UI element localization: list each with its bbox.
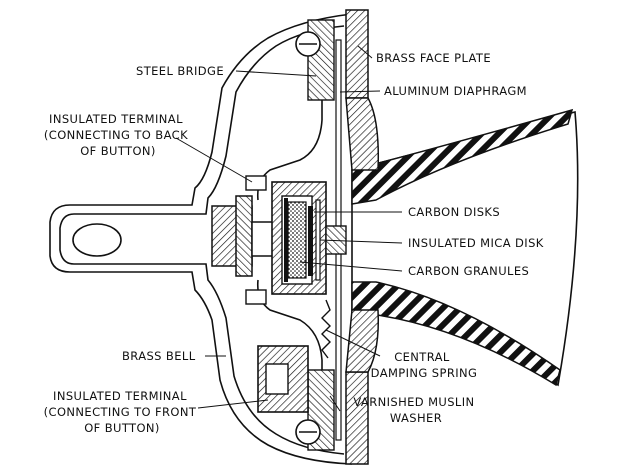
brass-bell-shell [49,13,353,465]
carbon-disk-back [284,198,288,282]
label-varnished-muslin-washer: VARNISHED MUSLIN WASHER [353,395,478,425]
label-aluminum-diaphragm: ALUMINUM DIAPHRAGM [384,84,527,98]
damping-spring [321,299,331,359]
label-insulated-terminal-front: INSULATED TERMINAL (CONNECTING TO FRONT … [44,389,201,435]
label-steel-bridge: STEEL BRIDGE [136,64,224,78]
carbon-disk-front [308,206,313,276]
carbon-granules-chamber [287,201,307,279]
label-carbon-granules: CARBON GRANULES [408,264,529,278]
mouthpiece-horn [351,108,579,387]
label-insulated-mica-disk: INSULATED MICA DISK [408,236,544,250]
label-brass-face-plate: BRASS FACE PLATE [376,51,491,65]
label-brass-bell: BRASS BELL [122,349,196,363]
label-central-damping-spring: CENTRAL DAMPING SPRING [371,350,478,380]
screw-top [295,31,321,57]
label-insulated-terminal-back: INSULATED TERMINAL (CONNECTING TO BACK O… [44,112,192,158]
leader-lines [175,45,403,412]
label-carbon-disks: CARBON DISKS [408,205,500,219]
carbon-button-assembly [211,175,347,305]
front-terminal-block [257,345,309,413]
brass-face-plate [345,9,380,465]
screw-bottom [295,419,321,445]
